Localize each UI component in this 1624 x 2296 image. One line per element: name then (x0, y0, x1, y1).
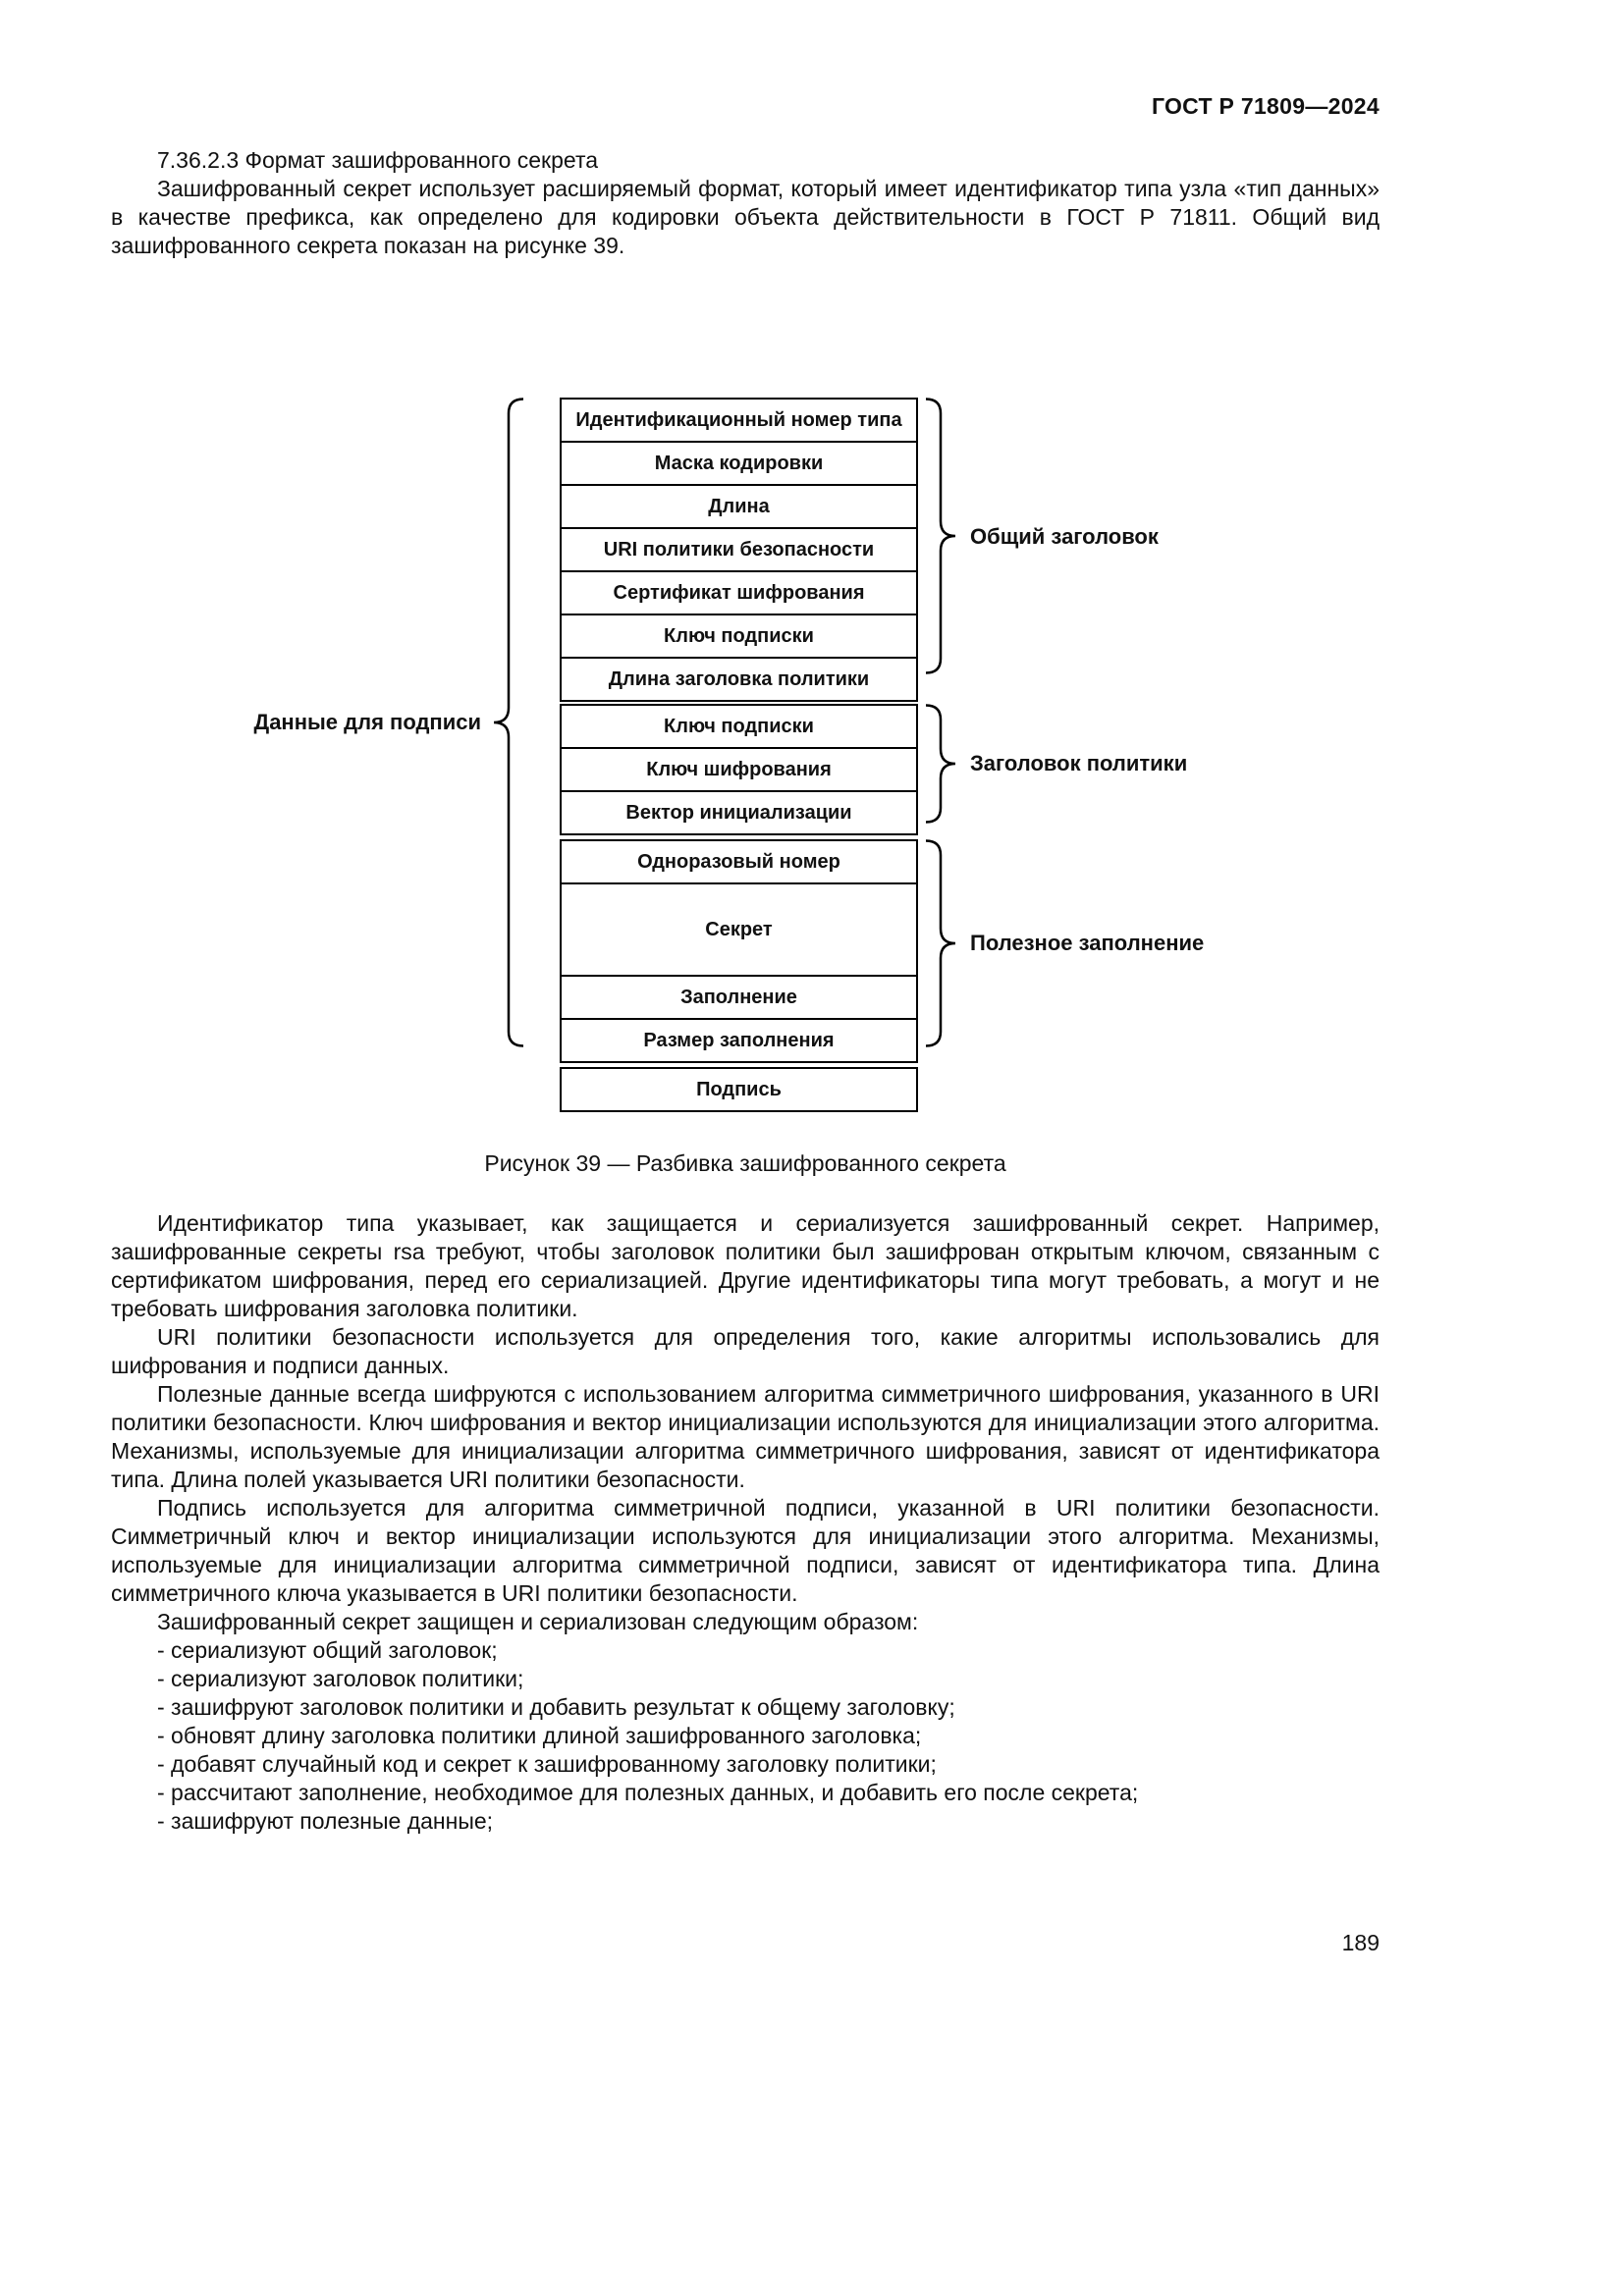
diagram-box: Ключ подписки (560, 614, 918, 659)
doc-code: ГОСТ Р 71809—2024 (1151, 93, 1380, 119)
section-heading: 7.36.2.3 Формат зашифрованного секрета (157, 147, 599, 173)
diagram-box: Вектор инициализации (560, 790, 918, 835)
body-paragraph: Идентификатор типа указывает, как защища… (111, 1210, 1380, 1321)
list-item: - сериализуют заголовок политики; (157, 1666, 524, 1691)
body-paragraph: Подпись используется для алгоритма симме… (111, 1495, 1380, 1606)
figure-left-label: Данные для подписи (253, 710, 481, 734)
figure-39: Данные для подписи Идентификационный ном… (0, 383, 1624, 1207)
diagram-box: Сертификат шифрования (560, 570, 918, 615)
figure-group-label: Заголовок политики (970, 751, 1188, 775)
intro-paragraph: Зашифрованный секрет использует расширяе… (111, 176, 1380, 258)
diagram-box: Длина (560, 484, 918, 529)
diagram-box: Секрет (560, 882, 918, 977)
list-item: - добавят случайный код и секрет к зашиф… (157, 1751, 937, 1777)
diagram-box: URI политики безопасности (560, 527, 918, 572)
diagram-box: Заполнение (560, 975, 918, 1020)
diagram-box: Маска кодировки (560, 441, 918, 486)
diagram-box: Ключ шифрования (560, 747, 918, 792)
page-number: 189 (1341, 1930, 1380, 1955)
right-curly-brace (926, 704, 955, 824)
section-intro-block: 7.36.2.3 Формат зашифрованного секрета З… (111, 146, 1380, 260)
right-curly-brace (926, 839, 955, 1047)
figure-group-label: Полезное заполнение (970, 931, 1205, 955)
diagram-box: Одноразовый номер (560, 839, 918, 884)
body-paragraph: Полезные данные всегда шифруются с испол… (111, 1381, 1380, 1492)
body-paragraph: URI политики безопасности используется д… (111, 1324, 1380, 1378)
body-text-block: Идентификатор типа указывает, как защища… (111, 1209, 1380, 1836)
diagram-box-signature: Подпись (560, 1067, 918, 1112)
list-item: - зашифруют полезные данные; (157, 1808, 494, 1834)
diagram-box: Ключ подписки (560, 704, 918, 749)
diagram-box: Длина заголовка политики (560, 657, 918, 702)
diagram-group-policy-header: Ключ подписки Ключ шифрования Вектор ини… (560, 704, 918, 835)
list-item: - сериализуют общий заголовок; (157, 1637, 498, 1663)
body-paragraph: Зашифрованный секрет защищен и сериализо… (157, 1609, 919, 1634)
left-curly-brace (494, 398, 523, 1047)
diagram-box: Размер заполнения (560, 1018, 918, 1063)
figure-group-label: Общий заголовок (970, 524, 1159, 549)
list-item: - зашифруют заголовок политики и добавит… (157, 1694, 955, 1720)
right-curly-brace (926, 398, 955, 674)
list-item: - обновят длину заголовка политики длино… (157, 1723, 922, 1748)
diagram-group-common-header: Идентификационный номер типа Маска кодир… (560, 398, 918, 702)
diagram-box: Идентификационный номер типа (560, 398, 918, 443)
diagram-group-payload: Одноразовый номер Секрет Заполнение Разм… (560, 839, 918, 1063)
list-item: - рассчитают заполнение, необходимое для… (157, 1780, 1139, 1805)
figure-caption: Рисунок 39 — Разбивка зашифрованного сек… (484, 1150, 1006, 1176)
